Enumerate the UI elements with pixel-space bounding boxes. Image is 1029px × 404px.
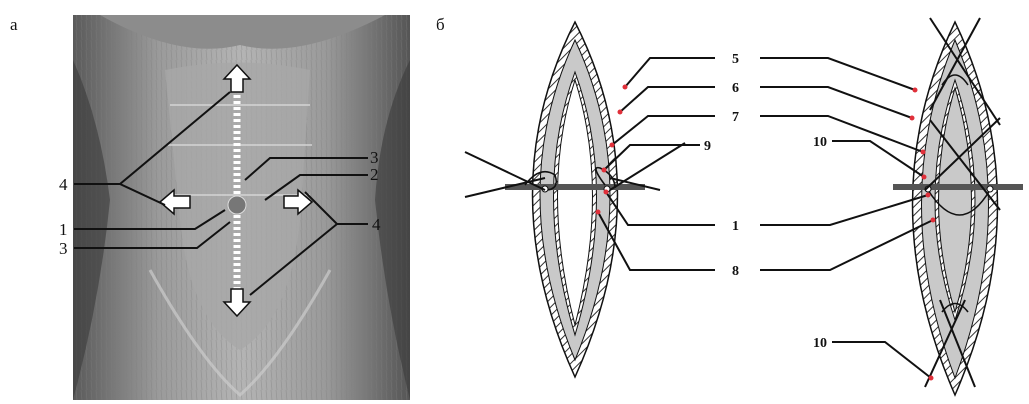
marker-dots [595,84,936,381]
label-10-top: 10 [813,135,827,150]
panel-letter-b: б [436,15,445,34]
wound-diagram-open [464,20,686,379]
label-6: 6 [732,81,739,96]
midline-suture [227,95,247,290]
label-3-upper: 3 [370,148,379,167]
arrow-right-icon [283,188,314,216]
panel-b: б [436,15,1023,397]
panel-a: а 4 1 3 3 2 4 [10,15,410,400]
label-4-right: 4 [372,215,381,234]
arrow-left-icon [158,188,191,216]
label-7: 7 [732,110,739,125]
label-10-bottom: 10 [813,336,827,351]
leader-lines [597,57,934,379]
panel-letter-a: а [10,15,18,34]
label-1: 1 [59,220,68,239]
label-5: 5 [732,52,739,67]
label-3-lower: 3 [59,239,68,258]
label-8: 8 [732,264,739,279]
label-4-left: 4 [59,175,68,194]
arrow-down-icon [222,288,252,318]
label-9: 9 [704,139,711,154]
label-1-b: 1 [732,219,739,234]
wound-diagram-closed [893,17,1023,397]
arrow-up-icon [222,63,252,93]
label-2: 2 [370,165,379,184]
